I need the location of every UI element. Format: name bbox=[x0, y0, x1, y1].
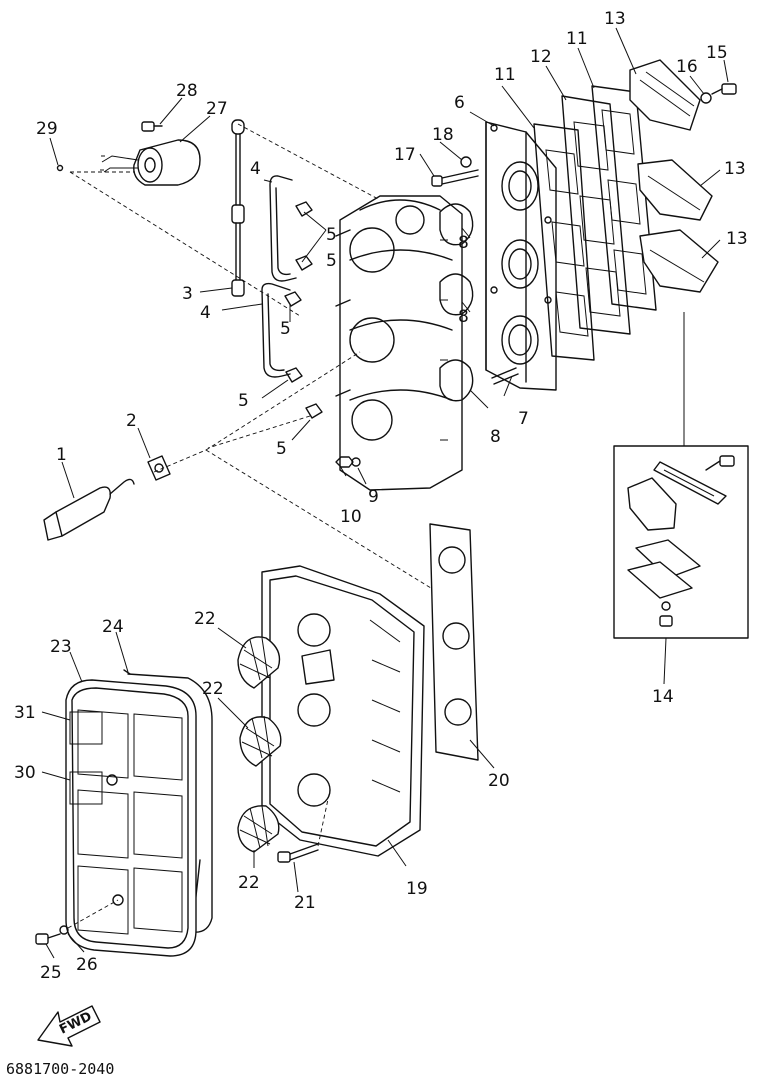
callout-9: 9 bbox=[368, 487, 379, 507]
callout-25: 25 bbox=[40, 963, 62, 983]
callout-14: 14 bbox=[652, 687, 674, 707]
callout-5c: 5 bbox=[238, 391, 249, 411]
part-26-washer bbox=[59, 899, 119, 935]
callout-22b: 22 bbox=[202, 679, 224, 699]
callout-29: 29 bbox=[36, 119, 58, 139]
callout-4a: 4 bbox=[250, 159, 261, 179]
callout-leaders bbox=[41, 27, 729, 959]
part-17-bolt bbox=[431, 169, 479, 187]
callout-26: 26 bbox=[76, 955, 98, 975]
callout-13c: 13 bbox=[726, 229, 748, 249]
fwd-arrow-icon: FWD bbox=[37, 1005, 101, 1047]
callout-27: 27 bbox=[206, 99, 228, 119]
part-27-solenoid bbox=[70, 139, 201, 186]
callout-labels: 1 2 3 4 4 5 5 5 5 5 6 7 8 8 8 9 10 11 11… bbox=[14, 9, 748, 983]
part-15-screw bbox=[711, 83, 737, 95]
callout-16: 16 bbox=[676, 57, 698, 77]
callout-21: 21 bbox=[294, 893, 316, 913]
callout-2: 2 bbox=[126, 411, 137, 431]
part-22-arrestors bbox=[237, 636, 282, 853]
callout-7: 7 bbox=[518, 409, 529, 429]
part-19-housing bbox=[261, 565, 425, 867]
callout-6: 6 bbox=[454, 93, 465, 113]
part-25-screw bbox=[35, 933, 61, 945]
part-18-washer bbox=[460, 156, 472, 168]
callout-15: 15 bbox=[706, 43, 728, 63]
callout-5d: 5 bbox=[276, 439, 287, 459]
callout-5b: 5 bbox=[280, 319, 291, 339]
callout-5a: 5 bbox=[326, 225, 337, 245]
drawing-code: 6881700-2040 bbox=[6, 1060, 114, 1078]
callout-23: 23 bbox=[50, 637, 72, 657]
callout-28: 28 bbox=[176, 81, 198, 101]
callout-11a: 11 bbox=[494, 65, 516, 85]
callout-3: 3 bbox=[182, 284, 193, 304]
part-16-washer bbox=[700, 92, 712, 104]
part-5-clips bbox=[284, 201, 323, 419]
part-7-stud bbox=[491, 367, 519, 385]
callout-31: 31 bbox=[14, 703, 36, 723]
part-8-gaskets bbox=[439, 203, 489, 409]
callout-8c: 8 bbox=[490, 427, 501, 447]
callout-19: 19 bbox=[406, 879, 428, 899]
callout-22c: 22 bbox=[238, 873, 260, 893]
part-9-washer bbox=[351, 457, 361, 467]
part-28-screw bbox=[141, 121, 163, 132]
part-4-hose-lower bbox=[261, 282, 291, 378]
callout-8a: 8 bbox=[458, 233, 469, 253]
part-20-gasket bbox=[429, 523, 495, 769]
callout-8b: 8 bbox=[458, 307, 469, 327]
part-2-grommet bbox=[147, 455, 171, 481]
callout-13b: 13 bbox=[724, 159, 746, 179]
assembly-leader-lines bbox=[69, 123, 471, 613]
callout-11b: 11 bbox=[566, 29, 588, 49]
part-29-pin bbox=[49, 137, 64, 172]
part-4-hose-upper bbox=[269, 175, 297, 282]
callout-24: 24 bbox=[102, 617, 124, 637]
callout-10: 10 bbox=[340, 507, 362, 527]
part-13-reed-valves bbox=[629, 59, 719, 293]
callout-4b: 4 bbox=[200, 303, 211, 323]
part-3-link-rod bbox=[231, 119, 245, 297]
callout-18: 18 bbox=[432, 125, 454, 145]
callout-5e: 5 bbox=[326, 251, 337, 271]
part-11-gasket-rear bbox=[591, 85, 657, 311]
callout-22a: 22 bbox=[194, 609, 216, 629]
part-23-cover bbox=[65, 679, 197, 957]
part-11-gasket-front bbox=[533, 123, 595, 361]
callout-30: 30 bbox=[14, 763, 36, 783]
crankcase-block bbox=[335, 195, 463, 491]
part-24-seal bbox=[123, 669, 213, 933]
callout-20: 20 bbox=[488, 771, 510, 791]
callout-13a: 13 bbox=[604, 9, 626, 29]
part-1-sensor bbox=[43, 478, 135, 541]
reed-valve-detail-inset bbox=[613, 312, 749, 685]
callout-12: 12 bbox=[530, 47, 552, 67]
callout-1: 1 bbox=[56, 445, 67, 465]
part-21-bolt bbox=[277, 789, 331, 863]
part-6-intake-manifold bbox=[485, 121, 557, 391]
callout-17: 17 bbox=[394, 145, 416, 165]
